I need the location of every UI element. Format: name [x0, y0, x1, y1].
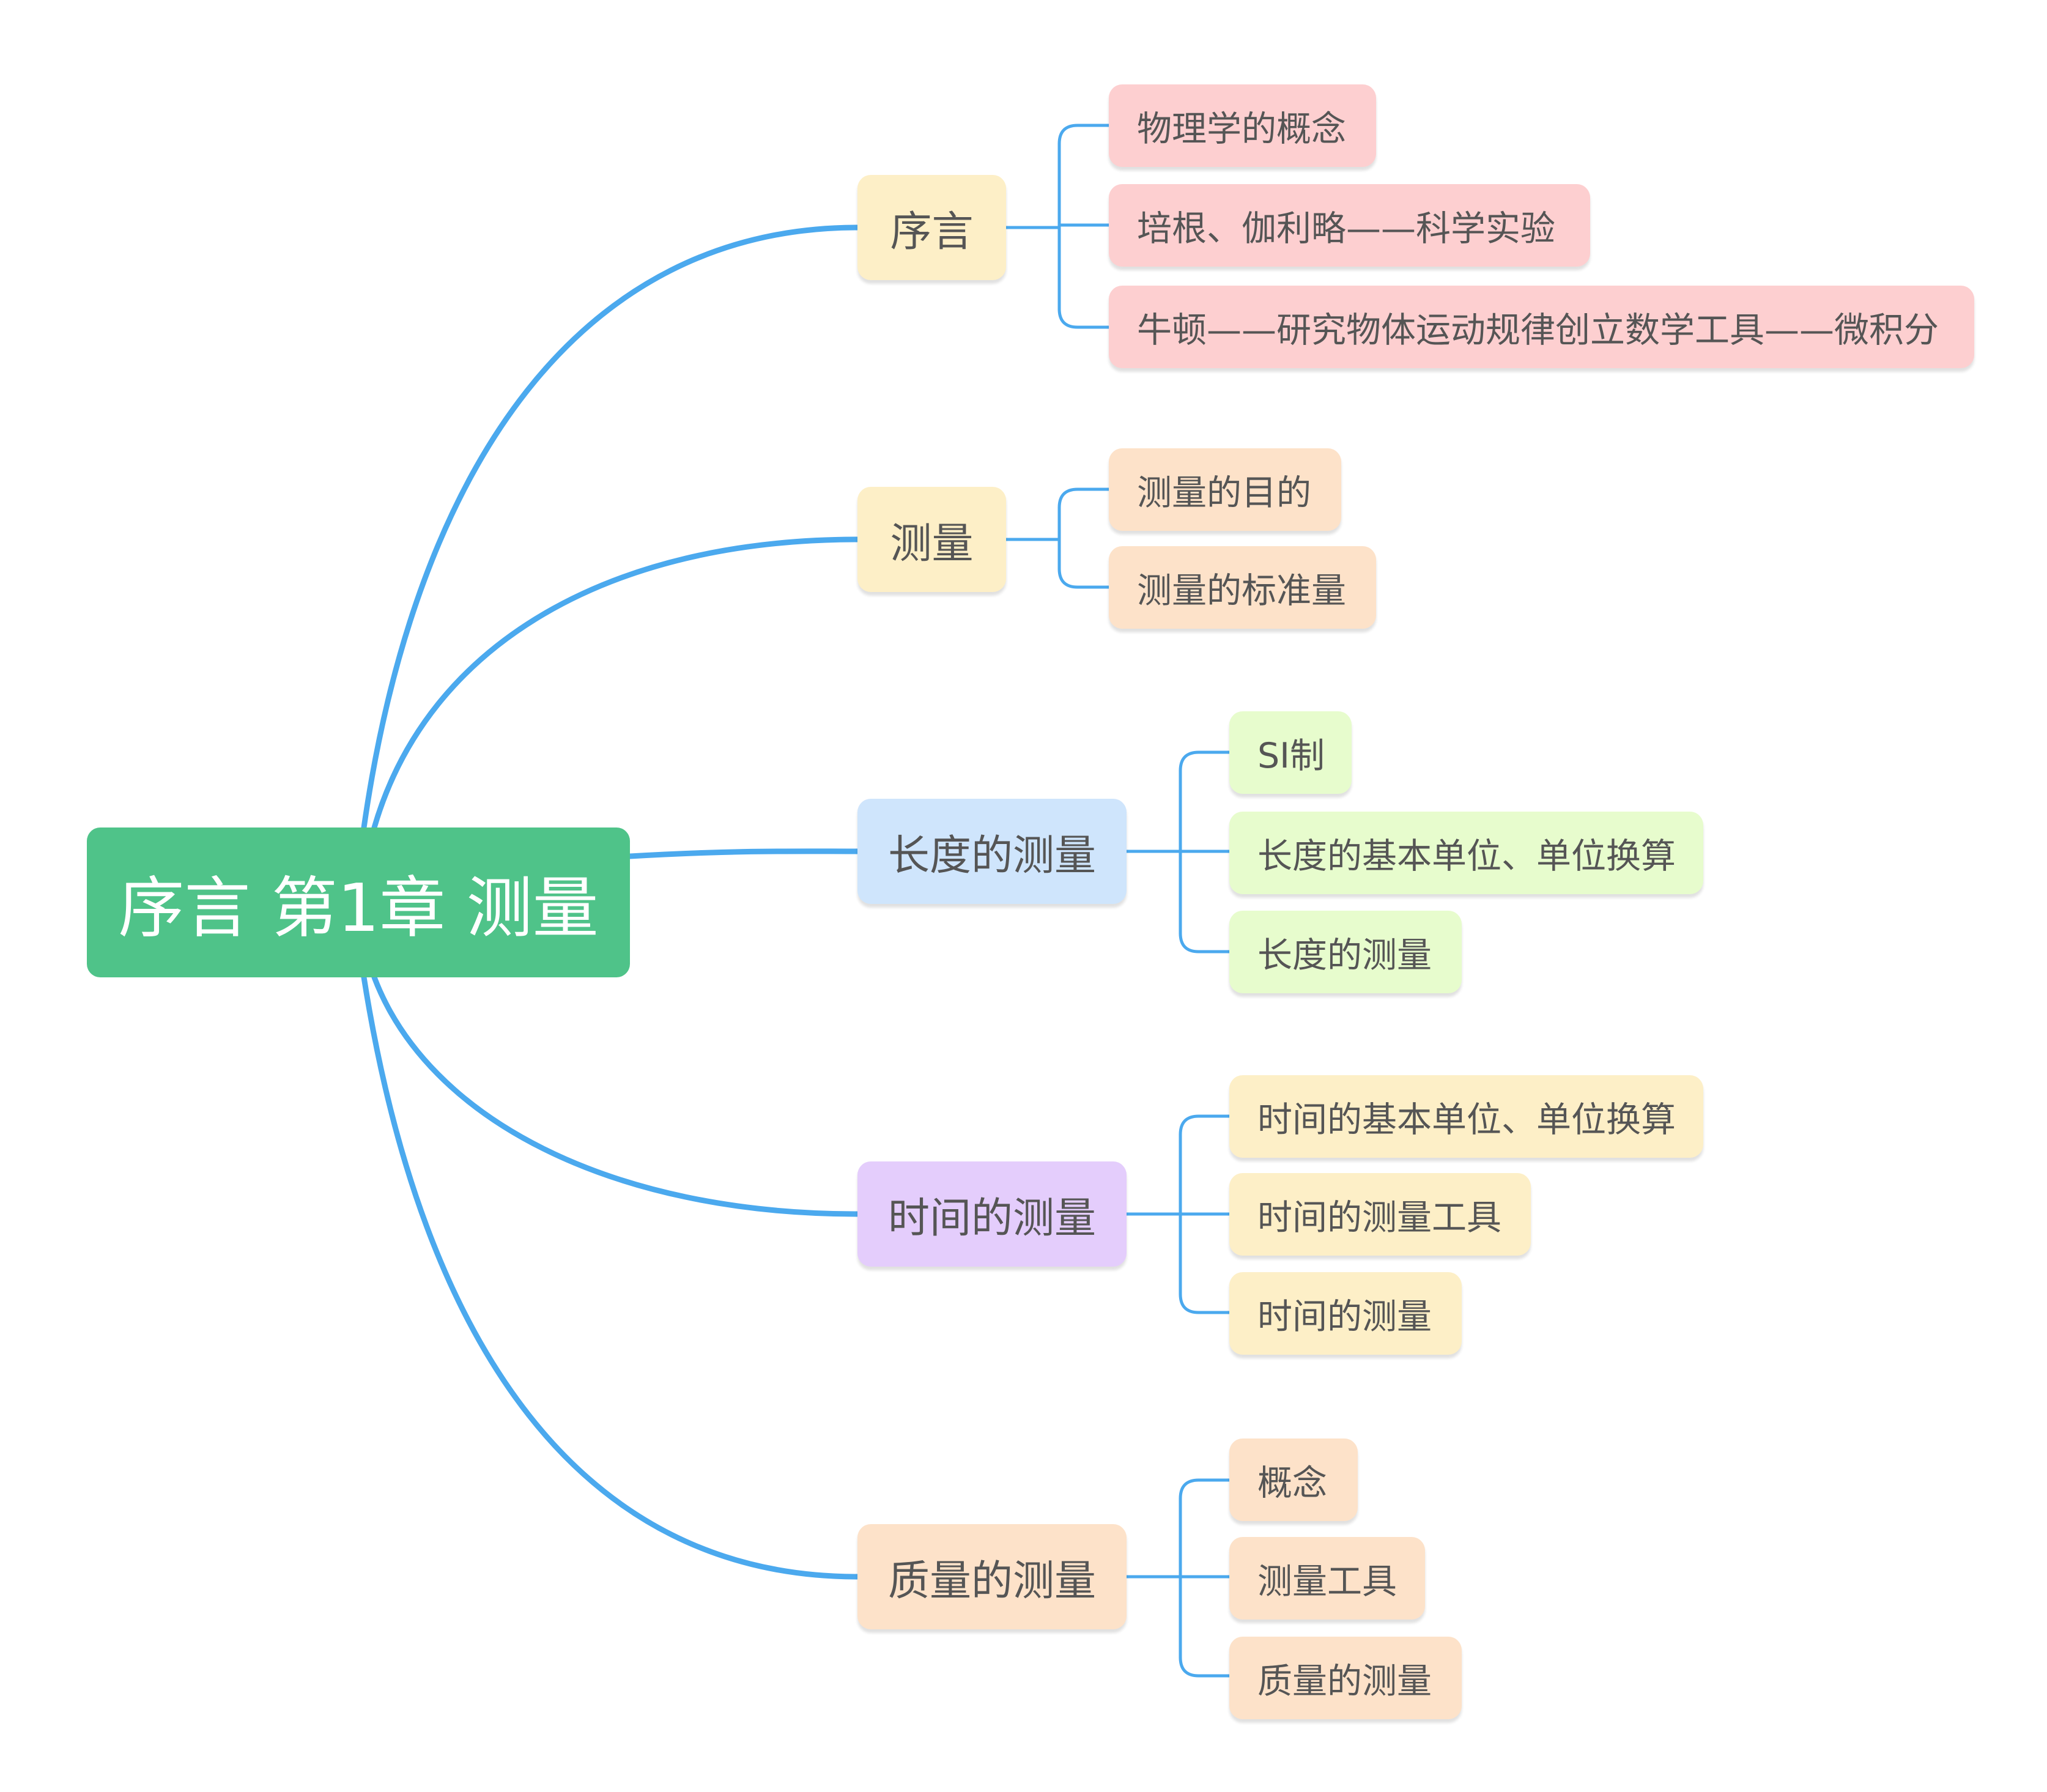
connector-branch-4-leaf-1 [1179, 1114, 1231, 1136]
connector-root-branch-1 [361, 224, 861, 831]
connector-root-branch-2 [371, 536, 861, 831]
subtopic-measurement-purpose[interactable]: 测量的目的 [1109, 448, 1341, 531]
subtopic-time-tools[interactable]: 时间的测量工具 [1229, 1173, 1531, 1256]
subtopic-newton-calculus[interactable]: 牛顿——研究物体运动规律创立数学工具——微积分 [1109, 286, 1974, 368]
connector-branch-3-leaf-3 [1179, 931, 1231, 953]
connector-branch-2-leaf-2 [1057, 567, 1111, 589]
subtopic-time-units[interactable]: 时间的基本单位、单位换算 [1229, 1075, 1703, 1158]
connector-branch-5-leaf-3 [1179, 1656, 1231, 1678]
subtopic-length-measurement[interactable]: 长度的测量 [1229, 911, 1462, 993]
connector-root-branch-5 [361, 974, 861, 1580]
subtopic-physics-concept[interactable]: 物理学的概念 [1109, 84, 1376, 167]
central-topic[interactable]: 序言 第1章 测量 [87, 828, 630, 977]
connector-branch-1-spine [1004, 142, 1061, 311]
branch-topic-length-measurement[interactable]: 长度的测量 [857, 799, 1127, 904]
subtopic-si-system[interactable]: SI制 [1229, 711, 1352, 794]
connector-root-branch-3 [627, 848, 861, 859]
subtopic-mass-measurement[interactable]: 质量的测量 [1229, 1637, 1462, 1719]
connector-branch-1-leaf-1 [1057, 124, 1111, 146]
subtopic-mass-tools[interactable]: 测量工具 [1229, 1537, 1425, 1620]
connector-branch-3-spine [1125, 769, 1182, 935]
subtopic-mass-concept[interactable]: 概念 [1229, 1438, 1358, 1521]
connector-branch-4-leaf-3 [1179, 1292, 1231, 1314]
branch-topic-time-measurement[interactable]: 时间的测量 [857, 1161, 1127, 1267]
connector-branch-2-spine [1004, 506, 1061, 571]
branch-topic-preface[interactable]: 序言 [857, 175, 1006, 280]
connector-branch-2-leaf-1 [1057, 487, 1111, 509]
connector-branch-5-leaf-1 [1179, 1478, 1231, 1500]
connector-branch-4-spine [1125, 1133, 1182, 1296]
subtopic-bacon-galileo[interactable]: 培根、伽利略——科学实验 [1109, 184, 1590, 267]
connector-branch-5-spine [1125, 1497, 1182, 1659]
connector-branch-3-leaf-1 [1179, 750, 1231, 772]
subtopic-measurement-standard[interactable]: 测量的标准量 [1109, 546, 1376, 629]
subtopic-length-units[interactable]: 长度的基本单位、单位换算 [1229, 812, 1703, 894]
branch-topic-mass-measurement[interactable]: 质量的测量 [857, 1524, 1127, 1629]
subtopic-time-measurement[interactable]: 时间的测量 [1229, 1272, 1462, 1355]
connector-branch-1-leaf-3 [1057, 307, 1111, 329]
branch-topic-measurement[interactable]: 测量 [857, 487, 1006, 592]
connector-root-branch-4 [371, 974, 861, 1217]
